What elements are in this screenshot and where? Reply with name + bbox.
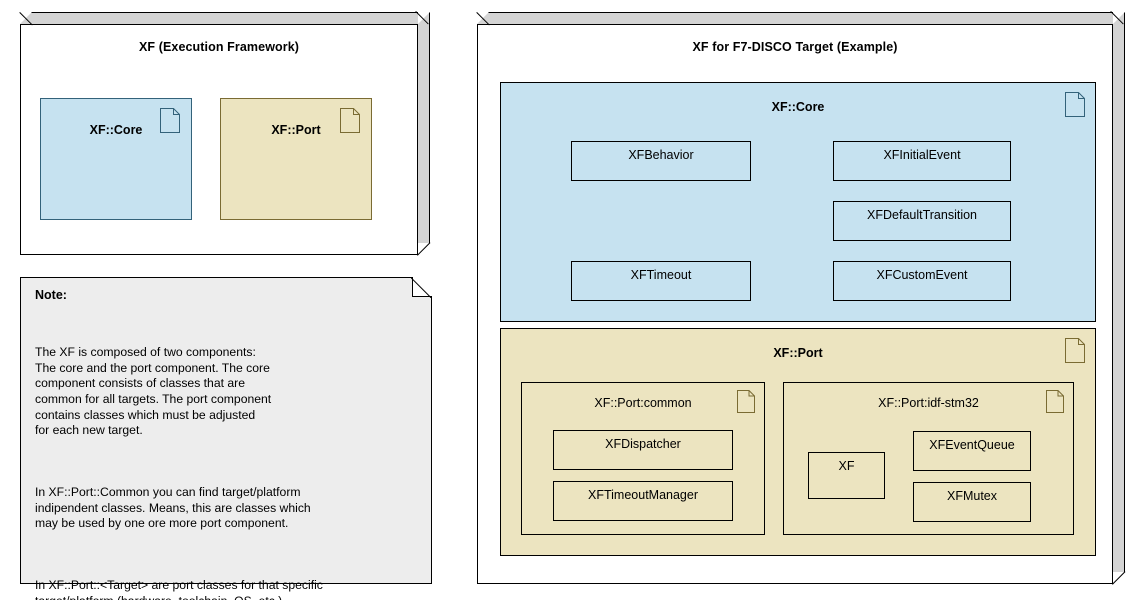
class-box[interactable]: XFTimeout	[571, 261, 751, 301]
note-paragraph: The XF is composed of two components: Th…	[35, 345, 272, 438]
component-xf-port[interactable]: XF::Port	[220, 98, 372, 220]
class-box[interactable]: XFBehavior	[571, 141, 751, 181]
package-title: XF for F7-DISCO Target (Example)	[692, 40, 898, 54]
class-box[interactable]: XFInitialEvent	[833, 141, 1011, 181]
package-xf-execution-framework[interactable]: XF (Execution Framework) XF::Core XF::Po…	[20, 12, 430, 255]
package-shadow-right	[418, 12, 430, 243]
note-paragraph: In XF::Port::Common you can find target/…	[35, 484, 311, 531]
package-bevel-topright	[1112, 12, 1125, 25]
package-shadow-top	[20, 12, 418, 24]
package-bevel-topleft	[477, 12, 490, 25]
class-box[interactable]: XFEventQueue	[913, 431, 1031, 471]
class-label: XFBehavior	[628, 148, 694, 162]
note-paragraph: In XF::Port::<Target> are port classes f…	[35, 577, 323, 600]
class-label: XFDefaultTransition	[867, 208, 977, 222]
package-shadow-right	[1113, 12, 1125, 572]
document-icon	[1046, 390, 1064, 413]
class-box[interactable]: XFCustomEvent	[833, 261, 1011, 301]
component-xf-core-label: XF::Core	[771, 100, 825, 114]
component-xf-core-label: XF::Core	[89, 123, 143, 137]
component-xf-port-label: XF::Port	[773, 346, 823, 360]
class-label: XFMutex	[946, 489, 997, 503]
class-box[interactable]: XF	[808, 452, 885, 499]
package-xf-f7-disco-target[interactable]: XF for F7-DISCO Target (Example) XF::Cor…	[477, 12, 1125, 584]
component-xf-port-container[interactable]: XF::Port XF::Port:common XFDispatcher	[500, 328, 1096, 556]
class-box[interactable]: XFTimeoutManager	[553, 481, 733, 521]
component-xf-core-container[interactable]: XF::Core XFBehavior XFTimeout XFInitialE…	[500, 82, 1096, 322]
class-box[interactable]: XFDispatcher	[553, 430, 733, 470]
document-icon	[1065, 92, 1085, 117]
note-body: The XF is composed of two components: Th…	[35, 314, 417, 600]
class-label: XFEventQueue	[929, 438, 1015, 452]
component-xf-port-idf-stm32[interactable]: XF::Port:idf-stm32 XF XFEventQueue XFMut…	[783, 382, 1074, 535]
class-box[interactable]: XFMutex	[913, 482, 1031, 522]
component-xf-port-common[interactable]: XF::Port:common XFDispatcher XFTimeoutMa…	[521, 382, 765, 535]
class-label: XFTimeoutManager	[588, 488, 698, 502]
note-fold-diagonal	[411, 277, 432, 298]
document-icon	[340, 108, 360, 133]
document-icon	[737, 390, 755, 413]
component-xf-port-label: XF::Port	[271, 123, 321, 137]
class-label: XFDispatcher	[605, 437, 681, 451]
package-bevel-topright	[417, 12, 430, 25]
package-bevel-bottomright	[417, 242, 430, 255]
class-label: XF	[838, 459, 855, 473]
class-label: XFInitialEvent	[883, 148, 961, 162]
note-box: Note: The XF is composed of two componen…	[20, 277, 432, 600]
class-box[interactable]: XFDefaultTransition	[833, 201, 1011, 241]
note-title: Note:	[35, 288, 67, 302]
component-xf-core[interactable]: XF::Core	[40, 98, 192, 220]
document-icon	[160, 108, 180, 133]
package-title: XF (Execution Framework)	[138, 40, 300, 54]
package-bevel-bottomright	[1112, 571, 1125, 584]
class-label: XFTimeout	[630, 268, 692, 282]
class-label: XFCustomEvent	[876, 268, 968, 282]
document-icon	[1065, 338, 1085, 363]
package-shadow-top	[477, 12, 1113, 24]
package-bevel-topleft	[20, 12, 33, 25]
component-xf-port-idf-stm32-label: XF::Port:idf-stm32	[878, 396, 979, 410]
component-xf-port-common-label: XF::Port:common	[594, 396, 692, 410]
